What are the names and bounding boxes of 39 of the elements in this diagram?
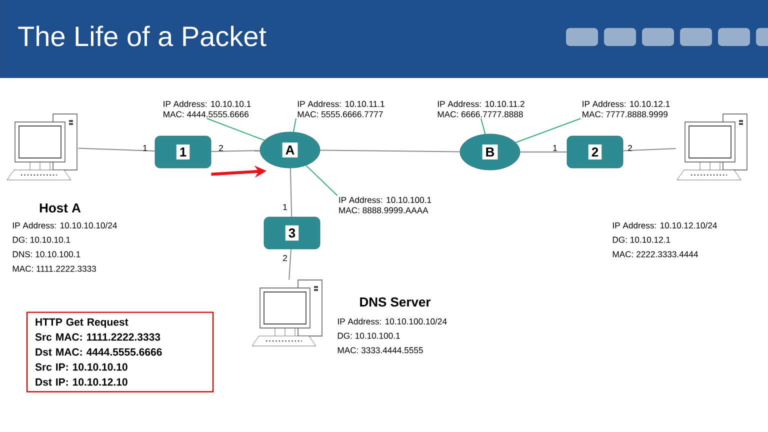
address-text: DG: 10.10.100.1 [338, 332, 400, 339]
cable-line [288, 248, 292, 280]
leader-line [480, 118, 486, 135]
port-number: 2 [283, 255, 287, 261]
interface-label: IP Address: 10.10.10.1 MAC: 4444.5555.6666 [164, 100, 251, 118]
leader-line [292, 118, 296, 132]
address-text: IP Address: 10.10.12.10/24 [613, 222, 717, 229]
computer-drawing [252, 280, 322, 346]
port-number: 2 [219, 145, 223, 151]
cable-line [290, 168, 292, 218]
computer-drawing [676, 114, 748, 180]
address-text: IP Address: 10.10.100.10/24 [338, 318, 447, 325]
leader-line [306, 164, 338, 196]
port-number: 1 [283, 204, 287, 210]
cable-line [210, 150, 260, 152]
port-number: 1 [553, 145, 557, 151]
port-number: 2 [628, 145, 632, 151]
address-text: MAC: 3333.4444.5555 [338, 347, 423, 354]
leader-line [515, 118, 582, 143]
cable-line [320, 150, 460, 152]
address-text: MAC: 2222.3333.4444 [612, 251, 698, 258]
address-text: DG: 10.10.12.1 [612, 236, 670, 243]
address-text: IP Address: 10.10.10.10/24 [13, 222, 117, 229]
title: The Life of a Packet [18, 26, 266, 46]
port-number: 1 [143, 145, 147, 151]
interface-label: IP Address: 10.10.11.2 MAC: 6666.7777.8888 [438, 100, 524, 118]
cable-line [622, 148, 676, 152]
interface-label: IP Address: 10.10.11.1 MAC: 5555.6666.7777 [298, 100, 384, 118]
address-text: MAC: 1111.2222.3333 [12, 266, 96, 272]
interface-label: IP Address: 10.10.100.1 MAC: 8888.9999.AAAA [339, 196, 432, 214]
interface-label: IP Address: 10.10.12.1 MAC: 7777.8888.9999 [582, 100, 670, 118]
computer-drawing [6, 114, 78, 180]
address-text: DNS: 10.10.100.1 [12, 251, 80, 258]
address-text: DG: 10.10.10.1 [12, 236, 70, 243]
computer-name: Host A [40, 203, 81, 213]
cable-line [78, 148, 156, 152]
packet-box: HTTP Get Request Src MAC: 1111.2222.3333 Dst MAC: 4444.5555.6666 Src IP: 10.10.10.10 Dst IP: 10.10.12.10 [26, 312, 214, 392]
leader-line [206, 118, 265, 141]
computer-name: DNS Server [360, 297, 431, 307]
